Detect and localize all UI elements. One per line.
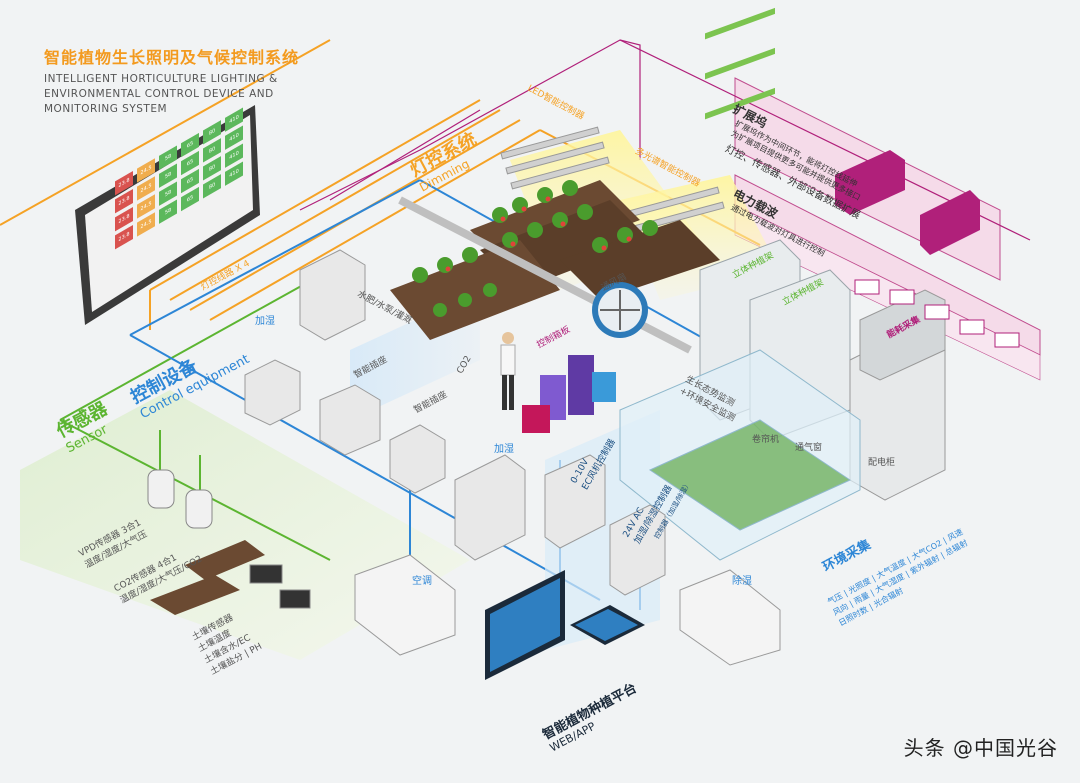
vent-label: 通气窗 (795, 443, 823, 453)
soil-beds (150, 540, 265, 615)
cabinet-label: 配电柜 (868, 458, 896, 468)
ac-label: 空调 (412, 576, 432, 587)
curtain-label: 卷帘机 (752, 435, 780, 445)
greenhouse (619, 349, 861, 561)
sensor-devices (147, 469, 311, 609)
tomatoes (445, 196, 632, 272)
person (500, 332, 516, 410)
fan-unit (592, 282, 648, 338)
cabinet (849, 289, 946, 501)
watermark: 头条 @中国光谷 (903, 736, 1058, 760)
tanks (522, 355, 616, 433)
humidify-label-1: 加湿 (255, 316, 275, 327)
expansion-boxes (835, 150, 980, 255)
plc-devices (854, 279, 1020, 348)
dehumid-label: 除湿 (732, 576, 752, 587)
plc-lines (299, 39, 1031, 241)
pc-and-phone (485, 570, 645, 680)
rack-plants (705, 7, 775, 120)
control-devices (244, 249, 666, 596)
page-title: 智能植物生长照明及气候控制系统 (44, 48, 300, 67)
ac-units (354, 554, 781, 666)
page-subtitle: INTELLIGENT HORTICULTURE LIGHTING & ENVI… (44, 73, 278, 115)
humidify-label-2: 加湿 (494, 444, 514, 455)
